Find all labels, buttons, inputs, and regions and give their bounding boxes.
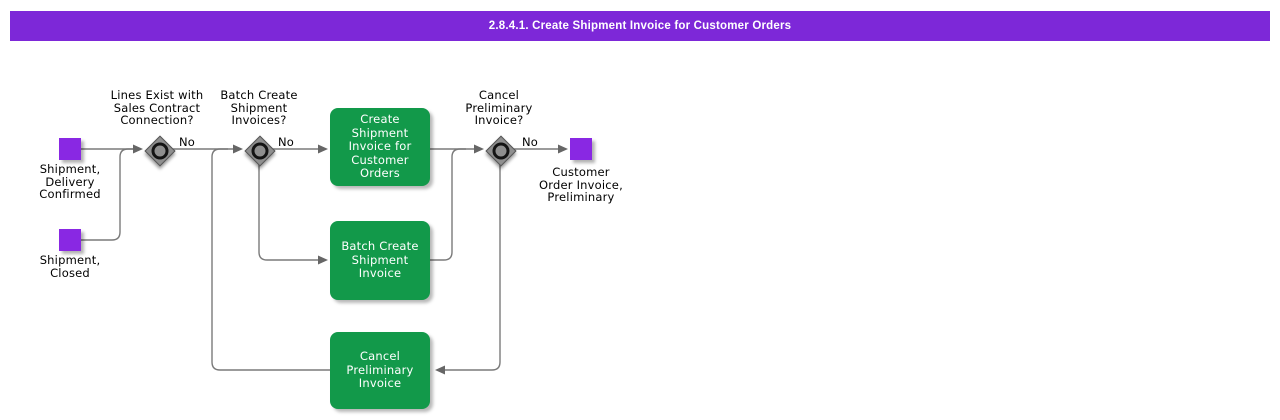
page-title: 2.8.4.1. Create Shipment Invoice for Cus… <box>488 20 792 32</box>
start-event-shipment-delivery-confirmed[interactable] <box>59 138 81 160</box>
start-event-shipment-closed[interactable] <box>59 229 81 251</box>
arrowhead-gateway1 <box>133 144 143 154</box>
task-cancel-preliminary-invoice[interactable]: Cancel Preliminary Invoice <box>330 332 430 409</box>
end-event-label: Customer Order Invoice, Preliminary <box>539 165 623 204</box>
branch-label-no: No <box>278 135 295 149</box>
start-event-label: Shipment, Closed <box>39 253 101 280</box>
connector-gateway3-to-cancel-task <box>445 164 501 371</box>
connector-start2-merge <box>81 148 133 241</box>
arrowhead-gateway2 <box>233 144 243 154</box>
connector-task2-merge <box>430 148 466 261</box>
start-event-label: Shipment, Delivery Confirmed <box>39 162 101 201</box>
connector-cancel-task-loopback <box>211 148 330 371</box>
task-label: Cancel Preliminary Invoice <box>346 349 414 391</box>
connector-gateway2-to-task2 <box>258 164 318 261</box>
branch-label-no: No <box>179 135 196 149</box>
arrowhead-task2 <box>318 255 328 265</box>
arrowhead-end-event <box>558 144 568 154</box>
gateway-question: Cancel Preliminary Invoice? <box>465 88 533 127</box>
task-label: Create Shipment Invoice for Customer Ord… <box>348 112 412 181</box>
task-create-shipment-invoice[interactable]: Create Shipment Invoice for Customer Ord… <box>330 108 430 186</box>
arrowhead-cancel-task <box>435 365 445 375</box>
gateway-question: Lines Exist with Sales Contract Connecti… <box>110 88 204 127</box>
task-label: Batch Create Shipment Invoice <box>341 239 419 281</box>
arrowhead-gateway3 <box>474 144 484 154</box>
arrowhead-task1 <box>318 144 328 154</box>
gateway-question: Batch Create Shipment Invoices? <box>220 88 298 127</box>
end-event-customer-order-invoice-preliminary[interactable] <box>570 138 592 160</box>
task-batch-create-shipment-invoice[interactable]: Batch Create Shipment Invoice <box>330 221 430 300</box>
title-bar: 2.8.4.1. Create Shipment Invoice for Cus… <box>10 11 1270 41</box>
branch-label-no: No <box>522 135 539 149</box>
